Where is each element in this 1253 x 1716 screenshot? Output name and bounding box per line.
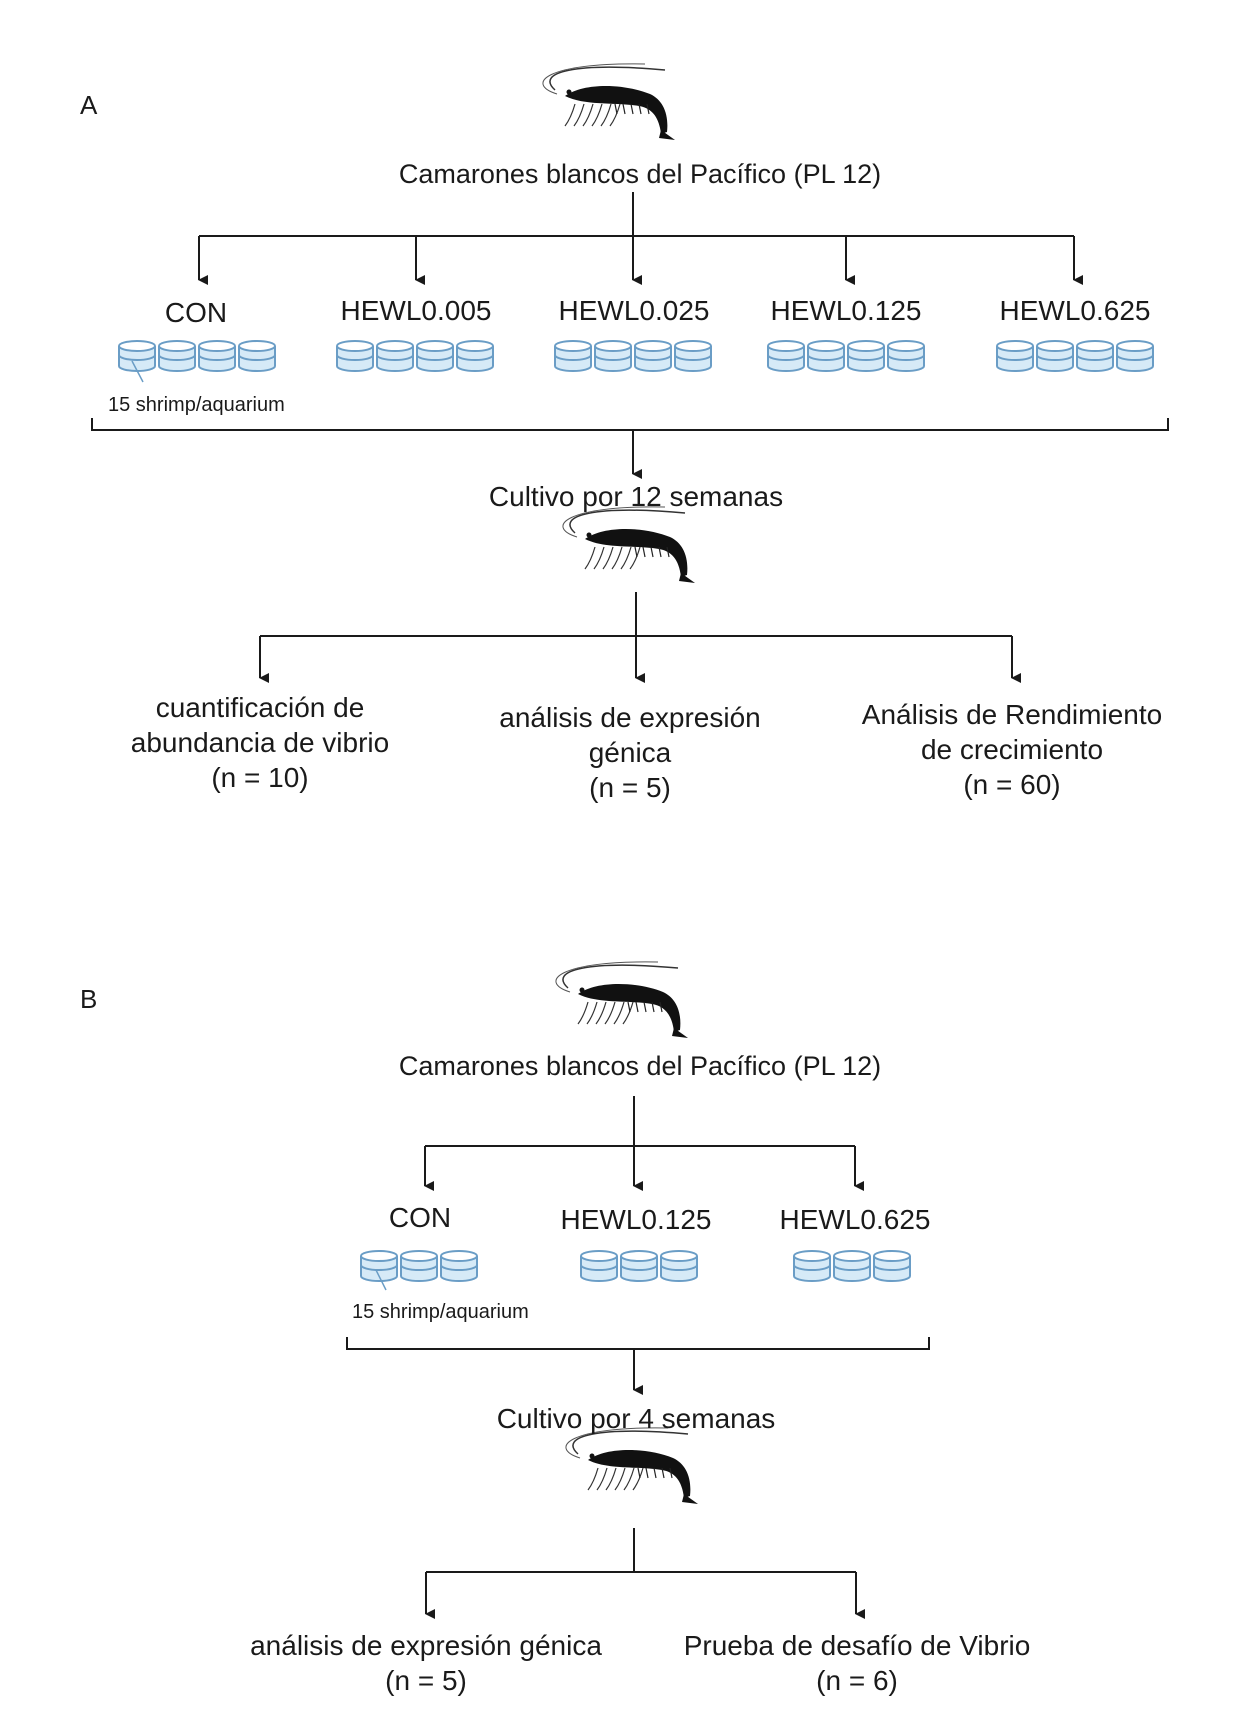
panel-a-label: A xyxy=(80,90,98,120)
panel-a-group-hewl0125: HEWL0.125 xyxy=(770,295,922,326)
aquarium-icon xyxy=(847,340,885,372)
outcome-n: (n = 5) xyxy=(589,772,671,803)
group-bracket xyxy=(346,1337,930,1350)
note-pointer xyxy=(131,360,144,383)
outcome-line: cuantificación de xyxy=(155,692,365,723)
shrimp-icon xyxy=(542,63,675,140)
panel-a-group-hewl0005: HEWL0.005 xyxy=(340,295,492,326)
aquarium-icon xyxy=(674,340,712,372)
aquarium-icon xyxy=(400,1250,438,1282)
aquarium-icon xyxy=(873,1250,911,1282)
aquarium-icon xyxy=(1116,340,1154,372)
panel-b-aquarium-note: 15 shrimp/aquarium xyxy=(352,1301,529,1323)
aquarium-icon xyxy=(660,1250,698,1282)
panel-b-label: B xyxy=(80,984,98,1014)
panel-b-group-con: CON xyxy=(388,1202,452,1233)
panel-a-outcome-growth: Análisis de Rendimiento de crecimiento (… xyxy=(862,697,1162,802)
aquarium-icon xyxy=(620,1250,658,1282)
aquarium-icon xyxy=(336,340,374,372)
aquarium-icon xyxy=(793,1250,831,1282)
aquarium-icon xyxy=(416,340,454,372)
aquarium-icon xyxy=(456,340,494,372)
panel-a-group-con: CON xyxy=(164,297,228,328)
outcome-n: (n = 60) xyxy=(963,769,1061,800)
outcome-line: Prueba de desafío de Vibrio xyxy=(683,1630,1031,1661)
panel-b-stage: Cultivo por 4 semanas xyxy=(496,1403,776,1434)
panel-b-group-hewl0625: HEWL0.625 xyxy=(779,1204,931,1235)
aquarium-icon xyxy=(634,340,672,372)
aquarium-icon xyxy=(118,340,156,372)
aquarium-icon xyxy=(554,340,592,372)
outcome-line: génica xyxy=(588,737,672,768)
outcome-line: abundancia de vibrio xyxy=(130,727,390,758)
outcome-n: (n = 6) xyxy=(816,1665,898,1696)
aquarium-icon xyxy=(158,340,196,372)
aquarium-icon xyxy=(594,340,632,372)
panel-a-title: Camarones blancos del Pacífico (PL 12) xyxy=(398,159,882,189)
shrimp-icon xyxy=(562,506,695,583)
outcome-n: (n = 10) xyxy=(211,762,309,793)
panel-a-stage: Cultivo por 12 semanas xyxy=(488,481,784,512)
aquarium-icon xyxy=(360,1250,398,1282)
panel-a-aquarium-note: 15 shrimp/aquarium xyxy=(108,394,285,416)
aquarium-icon xyxy=(887,340,925,372)
panel-a-group-hewl0025: HEWL0.025 xyxy=(558,295,710,326)
outcome-line: análisis de expresión génica xyxy=(250,1630,602,1661)
panel-a-group-hewl0625: HEWL0.625 xyxy=(999,295,1151,326)
outcome-line: de crecimiento xyxy=(920,734,1104,765)
aquarium-icon xyxy=(580,1250,618,1282)
aquarium-icon xyxy=(1076,340,1114,372)
shrimp-icon xyxy=(565,1427,698,1504)
shrimp-icon xyxy=(555,961,688,1038)
group-bracket xyxy=(91,418,1169,431)
panel-b-title: Camarones blancos del Pacífico (PL 12) xyxy=(398,1051,882,1081)
aquarium-icon xyxy=(440,1250,478,1282)
panel-a-outcome-vibrio: cuantificación de abundancia de vibrio (… xyxy=(131,690,389,795)
aquarium-icon xyxy=(198,340,236,372)
aquarium-icon xyxy=(238,340,276,372)
note-pointer xyxy=(375,1269,387,1291)
panel-a-outcome-gene-expression: análisis de expresión génica (n = 5) xyxy=(499,700,761,805)
outcome-n: (n = 5) xyxy=(385,1665,467,1696)
aquarium-icon xyxy=(833,1250,871,1282)
aquarium-icon xyxy=(996,340,1034,372)
panel-b-outcome-vibrio-challenge: Prueba de desafío de Vibrio (n = 6) xyxy=(684,1628,1031,1698)
outcome-line: análisis de expresión xyxy=(499,702,761,733)
panel-b-outcome-gene-expression: análisis de expresión génica (n = 5) xyxy=(250,1628,602,1698)
aquarium-icon xyxy=(1036,340,1074,372)
aquarium-icon xyxy=(376,340,414,372)
aquarium-icon xyxy=(767,340,805,372)
aquarium-icon xyxy=(807,340,845,372)
outcome-line: Análisis de Rendimiento xyxy=(861,699,1163,730)
panel-b-group-hewl0125: HEWL0.125 xyxy=(560,1204,712,1235)
